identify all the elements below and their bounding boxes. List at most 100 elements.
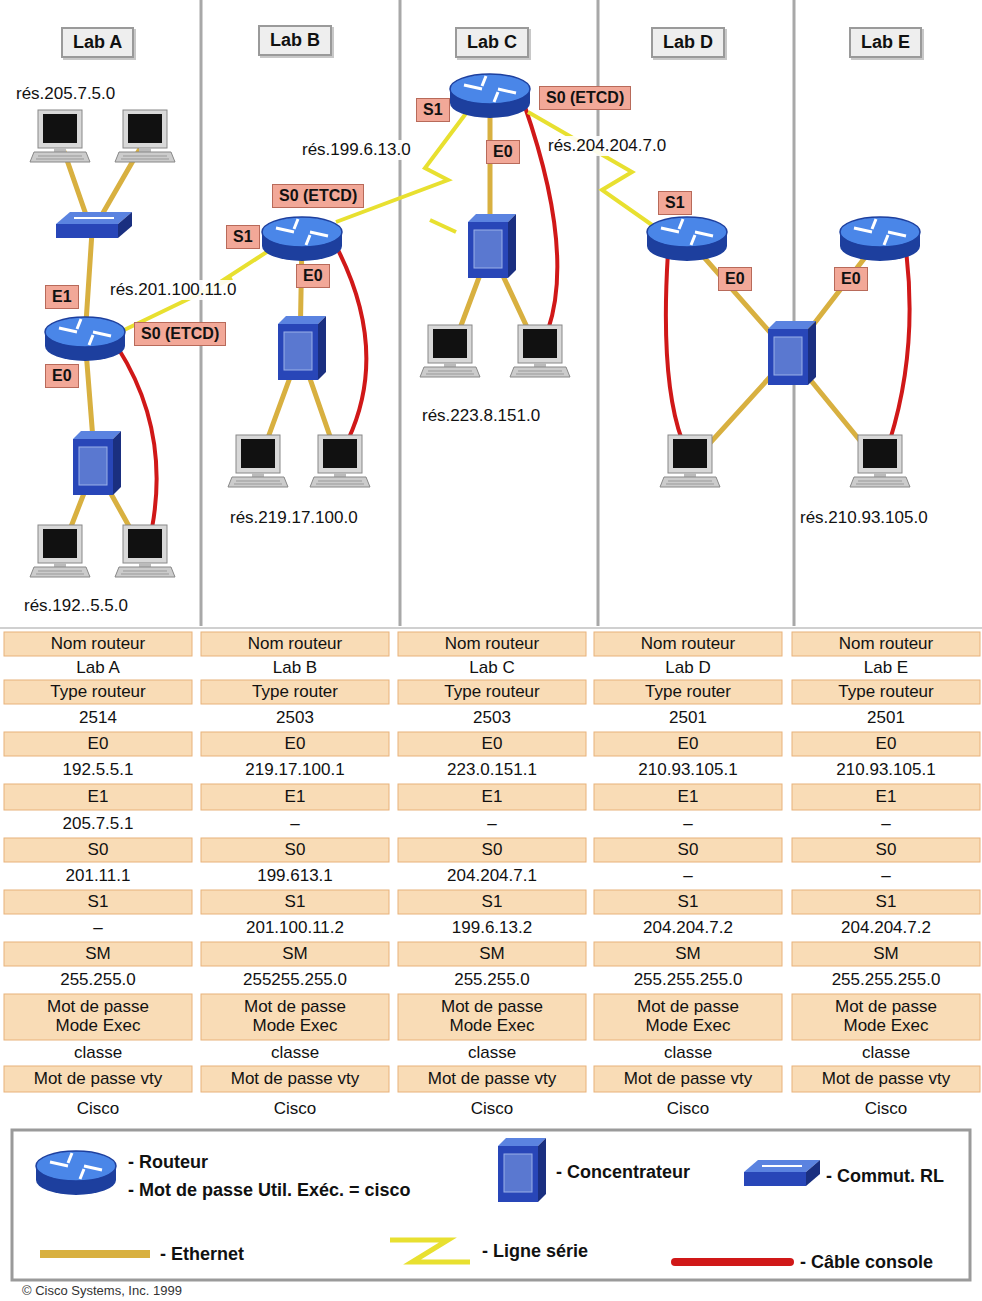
table-cell: 2514 [3, 708, 193, 728]
header-band [398, 680, 586, 704]
console-cables [118, 104, 910, 528]
pc [510, 325, 570, 377]
header-band [398, 838, 586, 862]
pc [115, 110, 175, 162]
pc [30, 110, 90, 162]
table-cell: S1 [397, 892, 587, 912]
table-cell: Nom routeur [397, 634, 587, 654]
table-cell: SM [397, 944, 587, 964]
header-band [398, 890, 586, 914]
header-band [398, 942, 586, 966]
table-cell: E0 [3, 734, 193, 754]
legend-text: - Ligne série [482, 1241, 588, 1262]
table-rule [0, 627, 982, 629]
table-cell: – [3, 918, 193, 938]
node-text: E0 [841, 270, 861, 288]
table-cell: 210.93.105.1 [593, 760, 783, 780]
header-band [4, 942, 192, 966]
header-band [4, 1066, 192, 1092]
header-band [594, 890, 782, 914]
table-cell: S1 [3, 892, 193, 912]
table-cell: 199.6.13.2 [397, 918, 587, 938]
node-text: S0 (ETCD) [279, 187, 357, 205]
table-cell: classe [3, 1043, 193, 1063]
table-cell: classe [791, 1043, 981, 1063]
router [262, 217, 342, 261]
table-cell: Nom routeur [791, 634, 981, 654]
pc [228, 435, 288, 487]
node-text: Lab B [270, 30, 320, 51]
table-cell: Lab B [200, 658, 390, 678]
table-cell: 192.5.5.1 [3, 760, 193, 780]
table-cell: Type routeur [397, 682, 587, 702]
serial-sample [390, 1240, 470, 1262]
ethernet-sample [40, 1250, 150, 1258]
table-cell: 223.0.151.1 [397, 760, 587, 780]
interface-tag: E0 [45, 364, 79, 388]
copyright-note: © Cisco Systems, Inc. 1999 [22, 1283, 182, 1298]
table-cell: – [791, 866, 981, 886]
table-cell: 255255.255.0 [200, 970, 390, 990]
table-cell: Mot de passe Mode Exec [422, 998, 562, 1035]
router [45, 317, 125, 361]
table-cell: Lab D [593, 658, 783, 678]
network-label: rés.219.17.100.0 [228, 508, 360, 528]
table-cell: S1 [200, 892, 390, 912]
table-cell: 204.204.7.2 [791, 918, 981, 938]
router [450, 74, 530, 118]
pc [850, 435, 910, 487]
header-band [398, 784, 586, 810]
table-cell: 255.255.0 [397, 970, 587, 990]
table-cell: E0 [200, 734, 390, 754]
header-band [4, 994, 192, 1040]
header-band [792, 890, 980, 914]
table-cell: Nom routeur [200, 634, 390, 654]
header-band [792, 838, 980, 862]
header-band [201, 732, 389, 756]
legend-text: - Commut. RL [826, 1166, 944, 1187]
network-label: rés.205.7.5.0 [14, 84, 117, 104]
node-text: E0 [725, 270, 745, 288]
table-cell: Cisco [200, 1099, 390, 1119]
node-text: E1 [52, 288, 72, 306]
header-band [594, 632, 782, 656]
header-band [792, 680, 980, 704]
table-cell: Mot de passe vty [397, 1069, 587, 1089]
table-cell: E0 [397, 734, 587, 754]
legend-text: - Mot de passe Util. Exéc. = cisco [128, 1180, 411, 1201]
table-cell: E1 [791, 787, 981, 807]
table-cell: Mot de passe Mode Exec [225, 998, 365, 1035]
header-band [4, 890, 192, 914]
table-cell: E0 [791, 734, 981, 754]
header-band [594, 838, 782, 862]
interface-tag: E0 [296, 264, 330, 288]
header-band [398, 1066, 586, 1092]
table-cell: – [791, 814, 981, 834]
table-cell: Mot de passe vty [3, 1069, 193, 1089]
router [840, 217, 920, 261]
table-cell: E1 [3, 787, 193, 807]
table-cell: Cisco [791, 1099, 981, 1119]
table-cell: 201.11.1 [3, 866, 193, 886]
lab-header-box: Lab B [258, 25, 332, 56]
table-cell: S0 [397, 840, 587, 860]
router-sample [36, 1151, 116, 1195]
header-band [792, 1066, 980, 1092]
interface-tag: S1 [226, 225, 260, 249]
legend-text: - Concentrateur [556, 1162, 690, 1183]
table-cell: – [593, 866, 783, 886]
header-band [398, 994, 586, 1040]
header-band [201, 838, 389, 862]
interface-tag: E0 [486, 140, 520, 164]
node-text: S1 [233, 228, 253, 246]
lab-header-box: Lab A [61, 27, 134, 58]
table-cell: SM [3, 944, 193, 964]
table-cell: Mot de passe Mode Exec [28, 998, 168, 1035]
table-cell: Nom routeur [3, 634, 193, 654]
table-cell: 2501 [791, 708, 981, 728]
header-band [398, 632, 586, 656]
header-band [201, 942, 389, 966]
table-cell: E1 [397, 787, 587, 807]
table-cell: Type router [593, 682, 783, 702]
